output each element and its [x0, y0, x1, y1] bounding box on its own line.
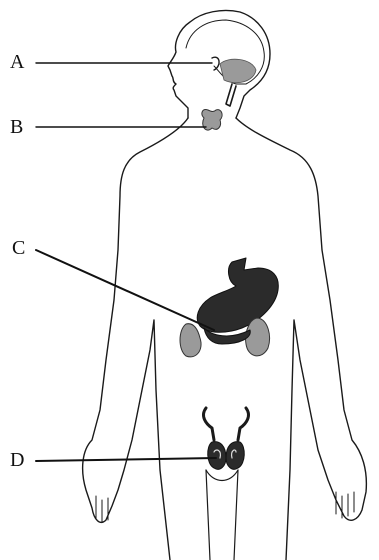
pointer-line-c [36, 250, 214, 330]
inner-legs [206, 470, 238, 560]
left-kidney [180, 324, 201, 357]
right-kidney [246, 318, 270, 356]
gonads [208, 442, 245, 470]
vas-deferens [204, 408, 249, 440]
torso-outline [83, 118, 188, 560]
brainstem [226, 84, 236, 106]
groin [206, 470, 238, 481]
cerebellum [220, 59, 256, 83]
stomach [197, 258, 278, 332]
